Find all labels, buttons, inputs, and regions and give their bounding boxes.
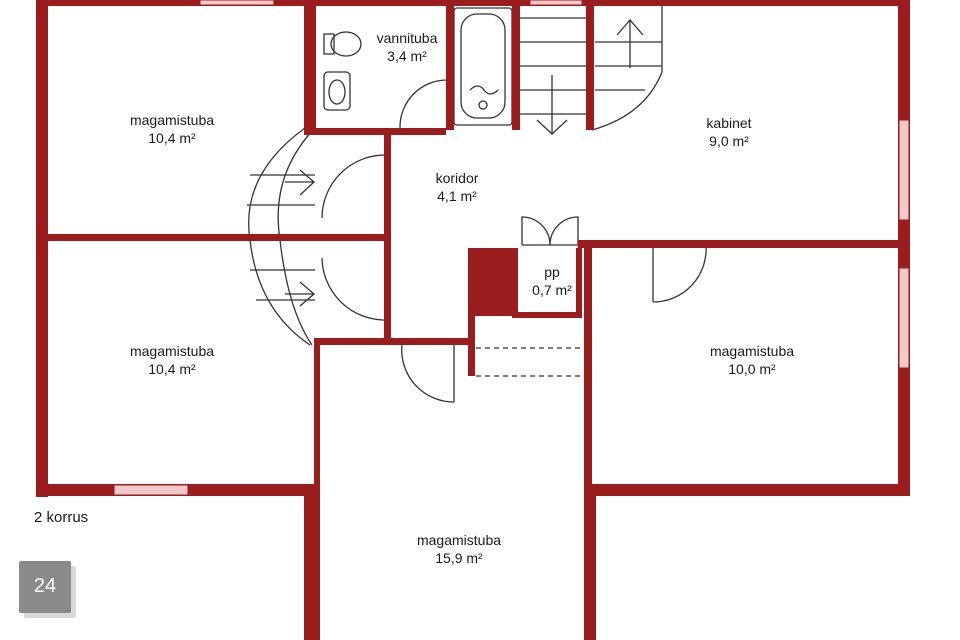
room-name: magamistuba — [129, 343, 215, 359]
room-name: kabinet — [706, 115, 752, 131]
floor-label: 2 korrus — [34, 509, 89, 526]
room-name: koridor — [435, 170, 479, 186]
room-name: magamistuba — [416, 532, 502, 548]
room-label-study: kabinet 9,0 m² — [706, 114, 751, 150]
room-label-bed1: magamistuba 10,4 m² — [130, 111, 214, 147]
page-number: 24 — [33, 575, 57, 597]
room-area: 0,7 m² — [532, 282, 572, 298]
room-name: vannituba — [376, 30, 438, 46]
page-number-badge: 24 — [19, 561, 77, 619]
room-label-bed2: magamistuba 10,4 m² — [130, 342, 214, 378]
bathtub — [453, 7, 513, 126]
room-label-pp: pp 0,7 m² — [532, 263, 572, 299]
room-name: magamistuba — [129, 112, 215, 128]
room-name: magamistuba — [709, 343, 795, 359]
room-area: 10,0 m² — [728, 361, 776, 377]
room-name: pp — [544, 264, 560, 280]
room-label-corridor: koridor 4,1 m² — [436, 169, 479, 205]
sink — [323, 71, 351, 111]
room-area: 15,9 m² — [435, 550, 483, 566]
toilet — [323, 31, 362, 57]
room-label-bath: vannituba 3,4 m² — [377, 29, 438, 65]
windows — [113, 0, 910, 496]
staircase — [520, 5, 663, 135]
room-label-bed4: magamistuba 15,9 m² — [417, 531, 501, 567]
room-area: 10,4 m² — [148, 130, 196, 146]
room-area: 3,4 m² — [387, 48, 427, 64]
room-label-bed3: magamistuba 10,0 m² — [710, 342, 794, 378]
room-area: 10,4 m² — [148, 361, 196, 377]
room-area: 9,0 m² — [709, 133, 749, 149]
room-area: 4,1 m² — [437, 188, 477, 204]
